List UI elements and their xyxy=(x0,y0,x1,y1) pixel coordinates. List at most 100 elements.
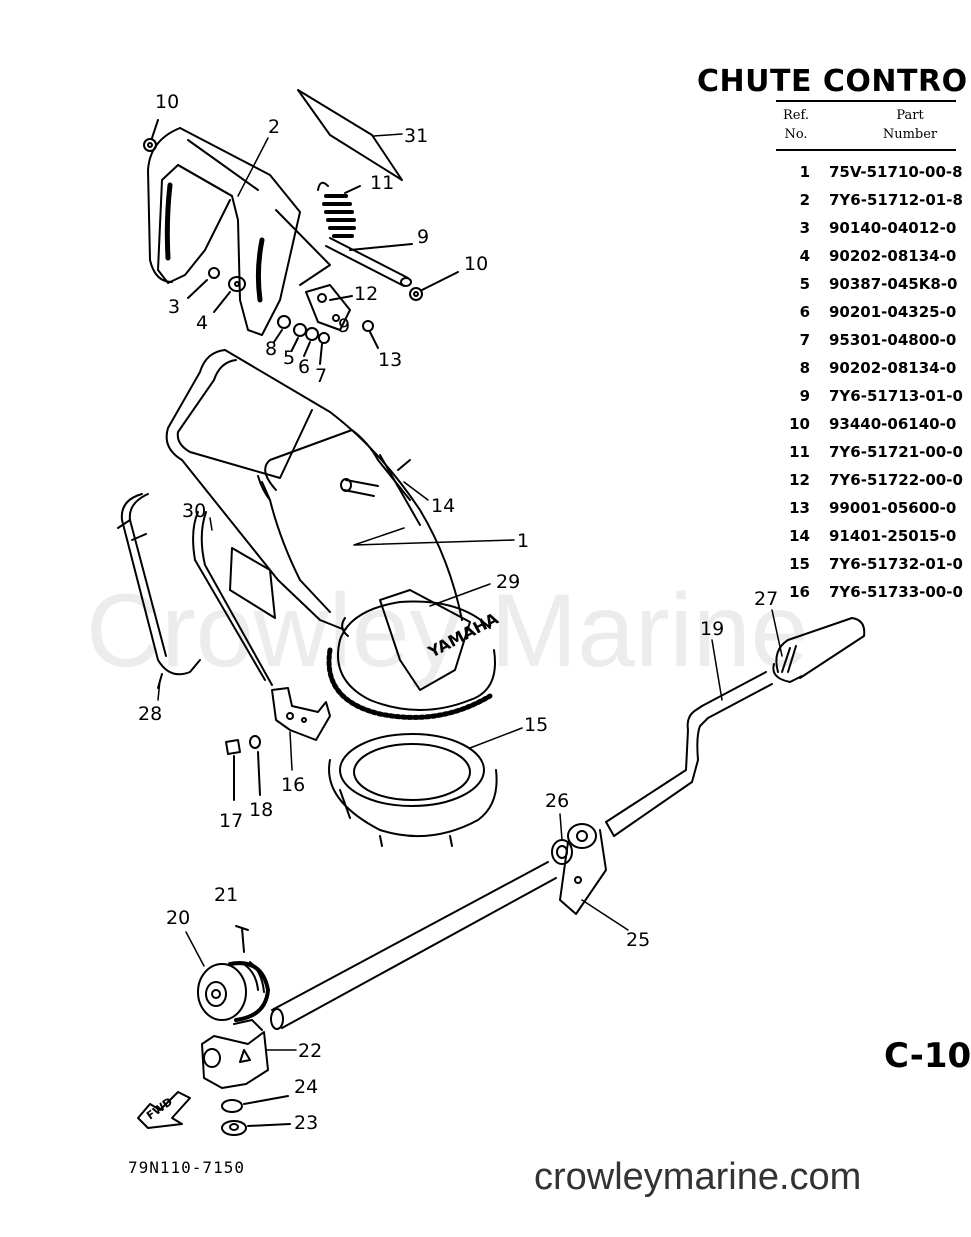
table-row-part-number: 7Y6-51722-00-0 xyxy=(829,471,963,489)
callout: 10 xyxy=(464,253,489,275)
table-row-ref: 2 xyxy=(799,191,810,209)
col-header-part: Part Number xyxy=(870,106,950,144)
col-header-part-line1: Part xyxy=(896,108,924,123)
table-row-part-number: 7Y6-51712-01-8 xyxy=(829,191,963,209)
table-row-part-number: 7Y6-51733-00-0 xyxy=(829,583,963,601)
table-row-part-number: 90202-08134-0 xyxy=(829,359,957,377)
callout: 4 xyxy=(196,312,209,334)
col-header-ref: Ref. No. xyxy=(774,106,818,144)
nut-10-top xyxy=(143,119,159,152)
table-row-ref: 6 xyxy=(799,303,810,321)
leader-lines xyxy=(157,133,783,1051)
callout: 10 xyxy=(155,91,180,113)
bracket-12 xyxy=(305,284,353,331)
callout: 3 xyxy=(168,296,181,318)
nut-10-right xyxy=(409,271,459,301)
table-row-ref: 8 xyxy=(799,359,810,377)
callout: 11 xyxy=(370,172,395,194)
bolt-17 xyxy=(225,739,241,801)
table-row-part-number: 7Y6-51721-00-0 xyxy=(829,443,963,461)
table-row-ref: 14 xyxy=(789,527,810,545)
callout: 1 xyxy=(517,530,530,552)
cable-28 xyxy=(117,493,201,689)
page-number: C-10 xyxy=(884,1036,971,1076)
table-rule-top xyxy=(776,100,956,102)
deflector-2 xyxy=(147,127,331,336)
drawing-number: 79N110-7150 xyxy=(128,1158,245,1177)
spring-11 xyxy=(317,181,361,238)
table-row-part-number: 95301-04800-0 xyxy=(829,331,957,349)
lever-25 xyxy=(559,823,607,915)
table-row-ref: 4 xyxy=(799,247,810,265)
pulley-20 xyxy=(197,961,270,1022)
table-row-ref: 15 xyxy=(789,555,810,573)
col-header-part-line2: Number xyxy=(882,127,938,142)
website-url: crowleymarine.com xyxy=(534,1156,862,1198)
col-header-ref-line2: No. xyxy=(784,127,808,142)
callout: 19 xyxy=(700,618,725,640)
bracket-22 xyxy=(201,1019,269,1089)
table-row-ref: 11 xyxy=(789,443,810,461)
callout: 18 xyxy=(249,799,274,821)
grip-27 xyxy=(772,617,866,683)
washers-5-8 xyxy=(273,315,330,365)
table-row-part-number: 91401-25015-0 xyxy=(829,527,957,545)
watermark: Crowley Marine xyxy=(86,573,809,689)
pin-9 xyxy=(325,237,413,287)
shaft xyxy=(270,861,557,1030)
table-row-part-number: 7Y6-51732-01-0 xyxy=(829,555,963,573)
callout: 29 xyxy=(496,571,521,593)
table-row-ref: 7 xyxy=(799,331,810,349)
table-row-part-number: 90387-045K8-0 xyxy=(829,275,958,293)
callout: 22 xyxy=(298,1040,323,1062)
washer-4 xyxy=(213,276,246,313)
callout: 27 xyxy=(754,588,779,610)
callout: 5 xyxy=(283,347,296,369)
callout: 8 xyxy=(265,338,278,360)
callout: 28 xyxy=(138,703,163,725)
callout: 9 xyxy=(417,226,430,248)
table-row-part-number: 99001-05600-0 xyxy=(829,499,957,517)
callout: 23 xyxy=(294,1112,319,1134)
chute-base-gear xyxy=(326,589,496,720)
washer-23 xyxy=(221,1120,291,1136)
callout: 16 xyxy=(281,774,306,796)
table-row-part-number: 93440-06140-0 xyxy=(829,415,957,433)
rod-19 xyxy=(605,671,773,837)
table-row-part-number: 90201-04325-0 xyxy=(829,303,957,321)
bolt-3 xyxy=(187,267,220,299)
callout: 31 xyxy=(404,125,429,147)
table-row-ref: 16 xyxy=(789,583,810,601)
callout: 13 xyxy=(378,349,403,371)
pin-21 xyxy=(235,925,249,953)
table-row-ref: 1 xyxy=(799,163,810,181)
callout: 14 xyxy=(431,495,456,517)
callout: 9 xyxy=(338,315,351,337)
callout: 15 xyxy=(524,714,549,736)
callout: 17 xyxy=(219,810,244,832)
decal-sheet-31 xyxy=(297,89,403,181)
callout: 7 xyxy=(315,365,328,387)
callout: 30 xyxy=(182,500,207,522)
callout: 25 xyxy=(626,929,651,951)
table-row-ref: 9 xyxy=(799,387,810,405)
washer-18 xyxy=(249,735,261,796)
col-header-ref-line1: Ref. xyxy=(783,108,809,123)
fwd-arrow-icon xyxy=(137,1091,191,1129)
callout: 20 xyxy=(166,907,191,929)
table-row-ref: 12 xyxy=(789,471,810,489)
table-row-ref: 3 xyxy=(799,219,810,237)
callout: 21 xyxy=(214,884,239,906)
page-title: CHUTE CONTRO xyxy=(697,64,968,99)
washer-13 xyxy=(362,320,379,349)
callout: 12 xyxy=(354,283,379,305)
table-row-ref: 5 xyxy=(799,275,810,293)
cable-guide-30 xyxy=(192,511,276,686)
table-row-part-number: 7Y6-51713-01-0 xyxy=(829,387,963,405)
table-row-ref: 13 xyxy=(789,499,810,517)
callout: 24 xyxy=(294,1076,319,1098)
clip-16 xyxy=(271,687,331,741)
washer-24 xyxy=(221,1095,289,1113)
